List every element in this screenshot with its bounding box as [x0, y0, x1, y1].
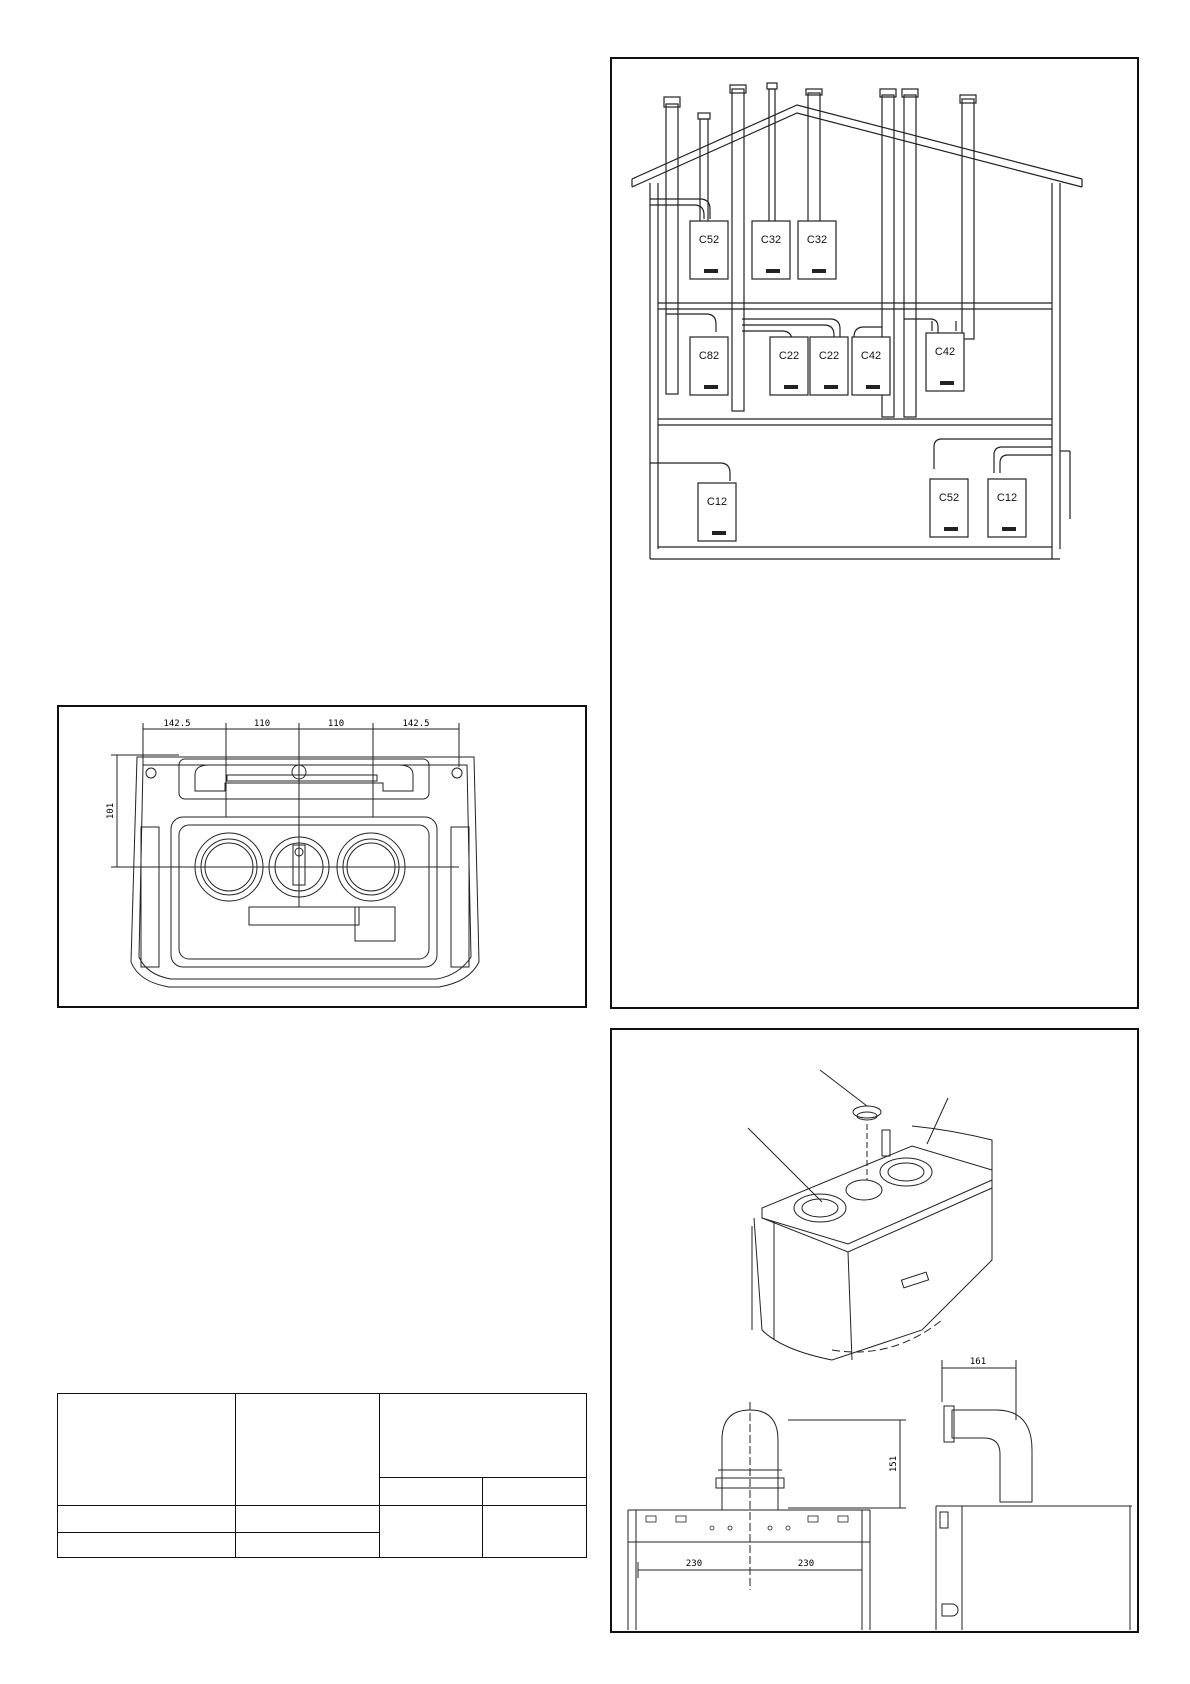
flue-spacing-left-label: 230 — [686, 1559, 702, 1569]
boiler-label-4: C82 — [699, 350, 719, 362]
boiler-label-2: C32 — [761, 234, 781, 246]
boiler-label-8: C42 — [935, 346, 955, 358]
boiler-top-view-drawing: 142.5 110 110 142.5 101 — [106, 719, 480, 988]
table-subheader-cell — [482, 1477, 587, 1506]
table-subheader-cell — [379, 1477, 483, 1506]
flue-spacing-right-label: 230 — [798, 1559, 814, 1569]
flue-height-label: 151 — [889, 1456, 899, 1472]
boiler-label-9: C12 — [707, 496, 727, 508]
installation-types-panel: C52 C32 C32 C82 C22 C22 C42 C42 C12 C52 … — [610, 57, 1139, 1009]
table-cell — [482, 1505, 587, 1558]
boiler-label-6: C22 — [819, 350, 839, 362]
boiler-label-1: C52 — [699, 234, 719, 246]
boiler-label-7: C42 — [861, 350, 881, 362]
dim-label-142-5-right: 142.5 — [402, 719, 429, 729]
table-cell — [379, 1505, 483, 1558]
table-header-cell — [379, 1393, 587, 1478]
boiler-label-3: C32 — [807, 234, 827, 246]
blank-table — [57, 1393, 587, 1558]
boiler-top-view-panel: 142.5 110 110 142.5 101 — [57, 705, 587, 1008]
table-cell — [57, 1505, 236, 1533]
table-header-cell — [57, 1393, 236, 1506]
boiler-flue-drawing: 151 230 230 161 — [627, 1069, 1132, 1630]
dim-label-110-left: 110 — [254, 719, 270, 729]
flue-connection-panel: 151 230 230 161 — [610, 1028, 1139, 1633]
house-installation-diagram: C52 C32 C32 C82 C22 C22 C42 C42 C12 C52 … — [631, 82, 1083, 560]
boiler-label-10: C52 — [939, 492, 959, 504]
boiler-label-5: C22 — [779, 350, 799, 362]
table-header-cell — [235, 1393, 380, 1506]
dim-label-vertical: 101 — [106, 803, 116, 819]
table-cell — [57, 1532, 236, 1558]
dim-label-110-right: 110 — [328, 719, 344, 729]
table-cell — [235, 1505, 380, 1533]
table-cell — [235, 1532, 380, 1558]
boiler-label-11: C12 — [997, 492, 1017, 504]
flue-depth-label: 161 — [970, 1357, 986, 1367]
dim-label-142-5-left: 142.5 — [163, 719, 190, 729]
